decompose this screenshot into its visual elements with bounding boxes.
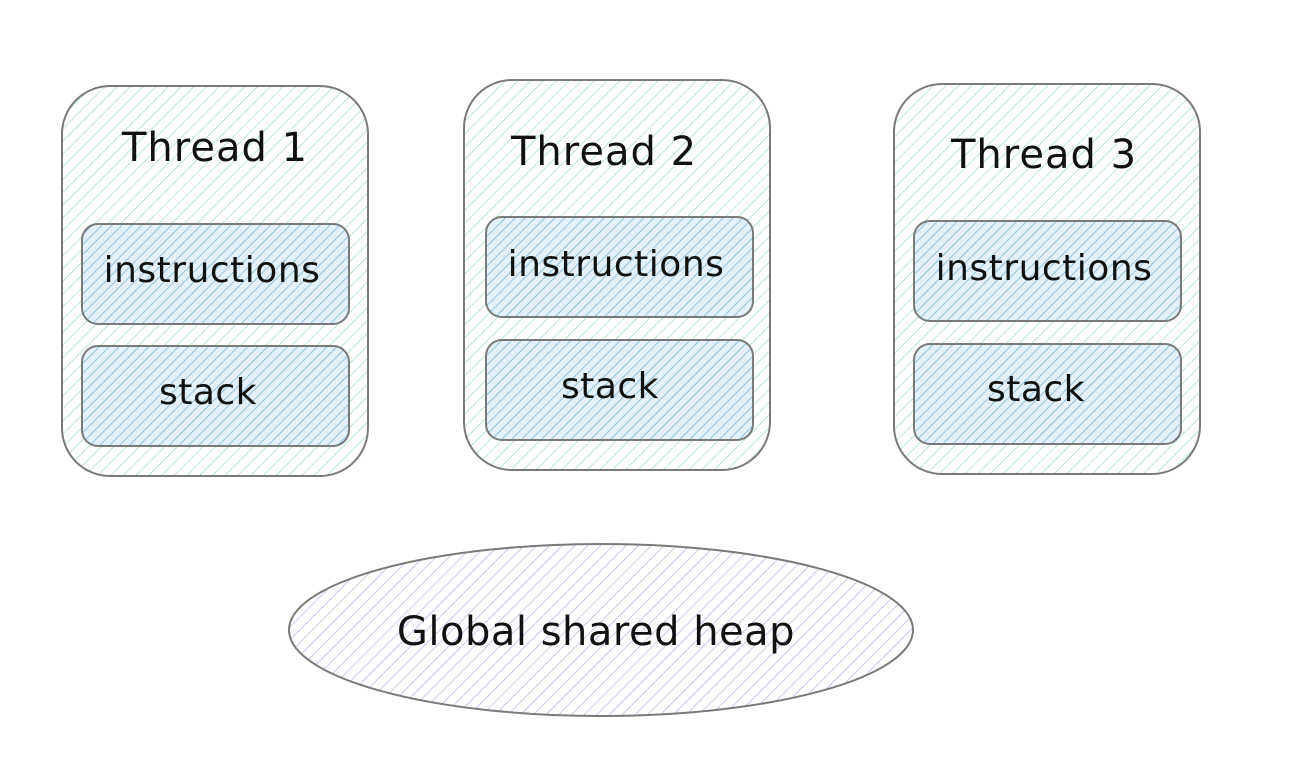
thread-3-stack-label: stack [987,369,1085,410]
thread-2-stack-label: stack [561,366,659,407]
thread-3-title: Thread 3 [950,132,1137,178]
thread-2-box: Thread 2 instructions stack [463,79,771,471]
thread-1-instructions-label: instructions [104,250,321,291]
thread-2-instructions-label: instructions [508,244,725,285]
thread-1-instructions-block: instructions [81,223,350,325]
thread-2-stack-block: stack [485,339,754,441]
thread-3-instructions-label: instructions [936,248,1153,289]
thread-3-instructions-block: instructions [913,220,1182,322]
thread-1-title: Thread 1 [121,125,308,171]
thread-1-stack-label: stack [159,372,257,413]
global-heap-label: Global shared heap [397,609,795,655]
thread-3-box: Thread 3 instructions stack [893,83,1201,475]
global-heap-ellipse: Global shared heap [288,543,914,717]
thread-1-stack-block: stack [81,345,350,447]
thread-3-stack-block: stack [913,343,1182,445]
thread-2-title: Thread 2 [510,129,697,175]
thread-1-box: Thread 1 instructions stack [61,85,369,477]
thread-2-instructions-block: instructions [485,216,754,318]
